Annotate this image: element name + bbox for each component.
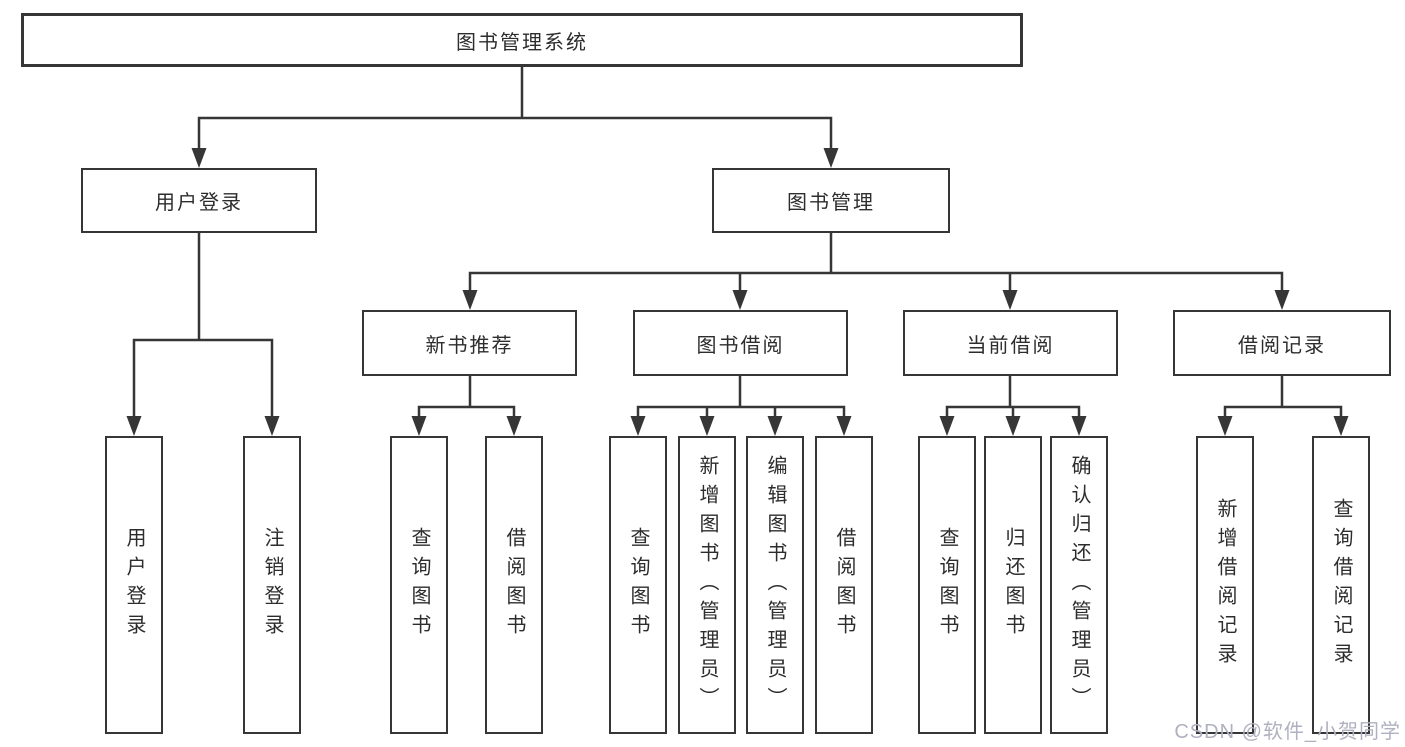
leaf-cb-return-books: 归还图书	[984, 436, 1042, 734]
arrowhead	[191, 148, 207, 168]
arrowhead	[1002, 290, 1018, 310]
arrowhead	[939, 416, 955, 436]
leaf-br-query-record-label: 查询借阅记录	[1330, 498, 1352, 672]
arrowhead	[1274, 290, 1290, 310]
arrowhead	[126, 416, 142, 436]
node-borrow-records-label: 借阅记录	[1238, 334, 1326, 357]
leaf-cb-return-books-label: 归还图书	[1002, 527, 1024, 643]
edges-new-book-rec-to-leaves	[411, 374, 522, 436]
leaf-br-add-record: 新增借阅记录	[1196, 436, 1254, 734]
arrowhead	[462, 290, 478, 310]
edges-borrow-records-to-leaves	[1217, 374, 1349, 436]
node-book-mgmt-label: 图书管理	[787, 192, 875, 214]
leaf-bb-edit-books-admin: 编辑图书（管理员）	[746, 436, 804, 734]
arrowhead	[767, 416, 783, 436]
node-new-book-rec: 新书推荐	[362, 310, 577, 376]
edges-current-borrow-to-leaves	[939, 374, 1087, 436]
arrowhead	[1333, 416, 1349, 436]
leaf-rec-borrow-books: 借阅图书	[485, 436, 543, 734]
node-user-login-label: 用户登录	[155, 192, 243, 214]
node-borrow-records: 借阅记录	[1173, 310, 1391, 376]
leaf-cb-query-books-label: 查询图书	[936, 527, 958, 643]
leaf-bb-add-books-admin-label: 新增图书（管理员）	[696, 454, 718, 716]
leaf-rec-query-books: 查询图书	[390, 436, 448, 734]
leaf-logout-label: 注销登录	[261, 527, 283, 643]
leaf-rec-query-books-label: 查询图书	[408, 527, 430, 643]
arrowhead	[699, 416, 715, 436]
arrowhead	[264, 416, 280, 436]
leaf-cb-confirm-return-admin-label: 确认归还（管理员）	[1068, 454, 1090, 716]
arrowhead	[823, 148, 839, 168]
leaf-bb-borrow-books: 借阅图书	[815, 436, 873, 734]
arrowhead	[506, 416, 522, 436]
leaf-cb-query-books: 查询图书	[918, 436, 976, 734]
leaf-bb-query-books-label: 查询图书	[627, 527, 649, 643]
edges-book-borrow-to-leaves	[630, 374, 852, 436]
leaf-user-login: 用户登录	[105, 436, 163, 734]
node-root: 图书管理系统	[21, 13, 1023, 67]
leaf-bb-add-books-admin: 新增图书（管理员）	[678, 436, 736, 734]
node-book-borrow-label: 图书借阅	[696, 334, 785, 357]
arrowhead	[1005, 416, 1021, 436]
leaf-bb-borrow-books-label: 借阅图书	[833, 527, 855, 643]
node-book-borrow: 图书借阅	[633, 310, 848, 376]
leaf-bb-edit-books-admin-label: 编辑图书（管理员）	[764, 454, 786, 716]
arrowhead	[630, 416, 646, 436]
node-root-label: 图书管理系统	[456, 31, 588, 54]
node-user-login: 用户登录	[81, 168, 317, 233]
edges-user-login-to-leaves	[126, 231, 280, 436]
node-current-borrow-label: 当前借阅	[966, 334, 1055, 357]
arrowhead	[732, 290, 748, 310]
arrowhead	[1071, 416, 1087, 436]
arrowhead	[836, 416, 852, 436]
node-current-borrow: 当前借阅	[903, 310, 1118, 376]
leaf-rec-borrow-books-label: 借阅图书	[503, 527, 525, 643]
node-new-book-rec-label: 新书推荐	[425, 334, 514, 357]
leaf-cb-confirm-return-admin: 确认归还（管理员）	[1050, 436, 1108, 734]
leaf-br-query-record: 查询借阅记录	[1312, 436, 1370, 734]
node-book-mgmt: 图书管理	[712, 168, 950, 233]
edges-root-to-level2	[191, 65, 839, 168]
leaf-br-add-record-label: 新增借阅记录	[1214, 498, 1236, 672]
edges-book-mgmt-to-level3	[462, 231, 1290, 310]
csdn-watermark: CSDN @软件_小贺同学	[1174, 721, 1401, 743]
leaf-logout: 注销登录	[243, 436, 301, 734]
leaf-user-login-label: 用户登录	[123, 527, 145, 643]
arrowhead	[1217, 416, 1233, 436]
leaf-bb-query-books: 查询图书	[609, 436, 667, 734]
arrowhead	[411, 416, 427, 436]
